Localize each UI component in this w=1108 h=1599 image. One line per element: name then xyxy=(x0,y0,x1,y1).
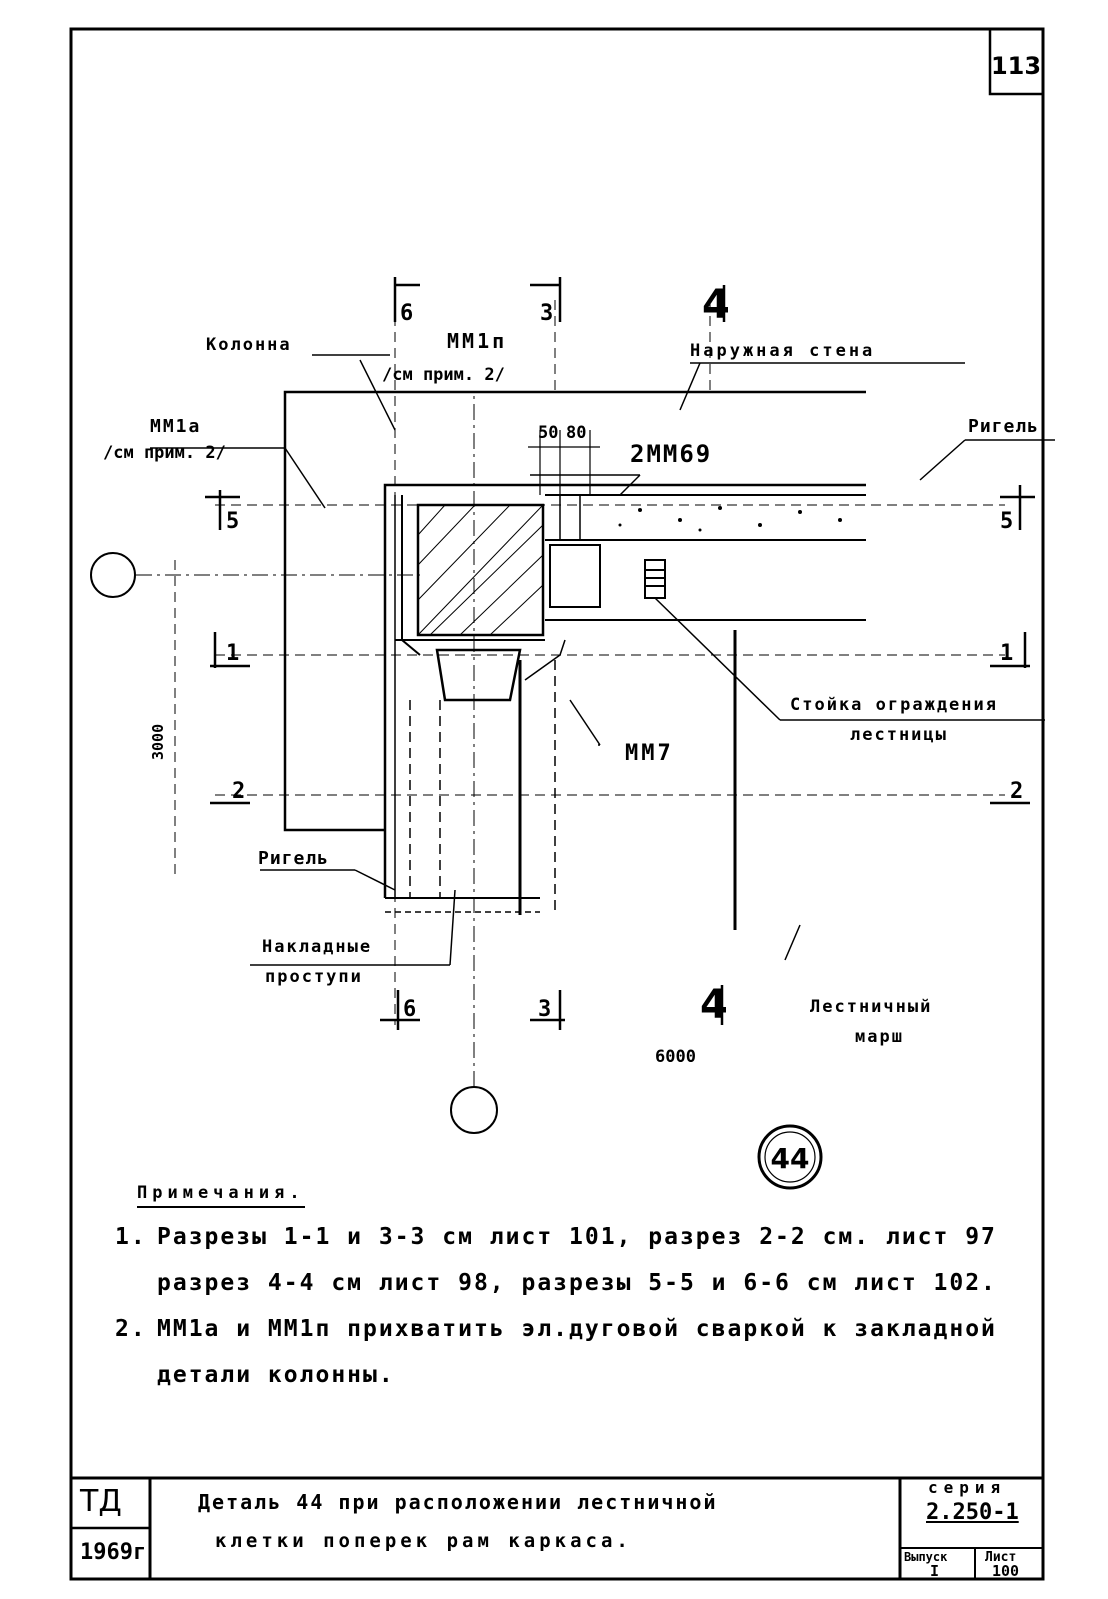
note-text: Разрезы 1-1 и 3-3 см лист 101, разрез 2-… xyxy=(157,1224,997,1296)
title-block-issue-value: I xyxy=(930,1562,940,1580)
section-marker-1-left xyxy=(210,632,250,668)
section-5-left: 5 xyxy=(226,509,239,534)
notes-heading: Примечания. xyxy=(137,1180,305,1208)
label-column: Колонна xyxy=(206,335,292,355)
title-block-series-value: 2.250-1 xyxy=(926,1500,1019,1525)
section-marker-1-right xyxy=(990,632,1030,668)
label-overlay-steps-1: Накладные xyxy=(262,937,372,957)
label-overlay-steps-2: проступи xyxy=(265,967,363,987)
label-mm69: 2ММ69 xyxy=(630,440,712,468)
grid-axis-left xyxy=(90,552,420,598)
leader-lines xyxy=(150,354,1055,966)
section-lines xyxy=(174,300,1005,1025)
title-block-org: ТД xyxy=(80,1484,122,1519)
label-mm7: ММ7 xyxy=(625,741,674,766)
sheet-number: 113 xyxy=(991,52,1041,80)
detail-mark-inner-circle xyxy=(764,1131,816,1183)
title-block-sheet-value: 100 xyxy=(992,1562,1020,1580)
section-4-bottom: 4 xyxy=(700,982,728,1028)
title-block-issue-label: Выпуск xyxy=(904,1550,948,1564)
section-marker-6-top xyxy=(393,277,420,322)
section-marker-5-left xyxy=(205,490,240,530)
note-number: 2. xyxy=(115,1316,147,1342)
note-item-2: 2. ММ1а и ММ1п прихватить эл.дуговой сва… xyxy=(115,1306,1035,1398)
detail-mark: 44 xyxy=(771,1142,810,1175)
sheet-frame xyxy=(69,27,1045,1581)
label-mm1p: ММ1п xyxy=(447,329,507,353)
label-mm1a-note: /см прим. 2/ xyxy=(103,443,226,463)
column-section xyxy=(416,503,545,637)
stair-flight xyxy=(385,630,737,930)
section-marker-3-bottom xyxy=(530,990,565,1030)
notes-block: Примечания. 1. Разрезы 1-1 и 3-3 см лист… xyxy=(115,1168,1035,1398)
label-rigel-left: Ригель xyxy=(258,848,329,869)
grid-axis-bottom xyxy=(450,395,498,1134)
dim-6000: 6000 xyxy=(655,1047,696,1067)
section-marker-3-top xyxy=(530,277,562,322)
concrete-fill xyxy=(618,506,842,532)
note-number: 1. xyxy=(115,1224,147,1250)
section-marker-5-right xyxy=(1000,485,1035,530)
column-contour xyxy=(283,390,866,898)
section-3-bottom: 3 xyxy=(538,997,551,1022)
section-6-top: 6 xyxy=(400,301,413,326)
title-block-series-label: серия xyxy=(928,1478,1007,1497)
note-item-1: 1. Разрезы 1-1 и 3-3 см лист 101, разрез… xyxy=(115,1214,1035,1306)
section-marker-6-bottom xyxy=(380,990,420,1030)
embedded-plate-mm1a xyxy=(395,495,545,702)
label-outer-wall: Наружная стена xyxy=(690,341,875,361)
section-5-right: 5 xyxy=(1000,509,1013,534)
title-block-title-2: клетки поперек рам каркаса. xyxy=(215,1530,632,1552)
section-6-bottom: 6 xyxy=(403,997,416,1022)
detail-mark-circle xyxy=(757,1124,823,1190)
sheet-number-box xyxy=(988,27,1045,96)
label-mm1p-note: /см прим. 2/ xyxy=(382,365,505,385)
title-block-sheet-label: Лист xyxy=(985,1550,1017,1565)
dim-50: 50 xyxy=(538,423,558,443)
section-3-top: 3 xyxy=(540,301,553,326)
label-railing-post-2: лестницы xyxy=(850,725,948,745)
label-stair-flight-2: марш xyxy=(855,1027,904,1047)
dim-80: 80 xyxy=(566,423,586,443)
title-block-title-1: Деталь 44 при расположении лестничной xyxy=(198,1490,718,1514)
section-4-top: 4 xyxy=(702,282,730,328)
section-2-right: 2 xyxy=(1010,779,1023,804)
title-block-frame xyxy=(71,1476,1043,1579)
railing-post xyxy=(644,559,781,721)
dim-3000: 3000 xyxy=(149,724,167,760)
dimension-50-80 xyxy=(528,430,600,495)
title-block-year: 1969г xyxy=(80,1540,147,1565)
label-rigel-right: Ригель xyxy=(968,416,1039,437)
section-1-right: 1 xyxy=(1000,641,1013,666)
beam-rigel xyxy=(545,494,866,621)
section-2-left: 2 xyxy=(232,779,245,804)
label-mm1a: ММ1а xyxy=(150,416,201,437)
section-1-left: 1 xyxy=(226,641,239,666)
note-text: ММ1а и ММ1п прихватить эл.дуговой сварко… xyxy=(157,1316,997,1388)
label-railing-post-1: Стойка ограждения xyxy=(790,695,998,715)
label-stair-flight-1: Лестничный xyxy=(810,997,932,1017)
